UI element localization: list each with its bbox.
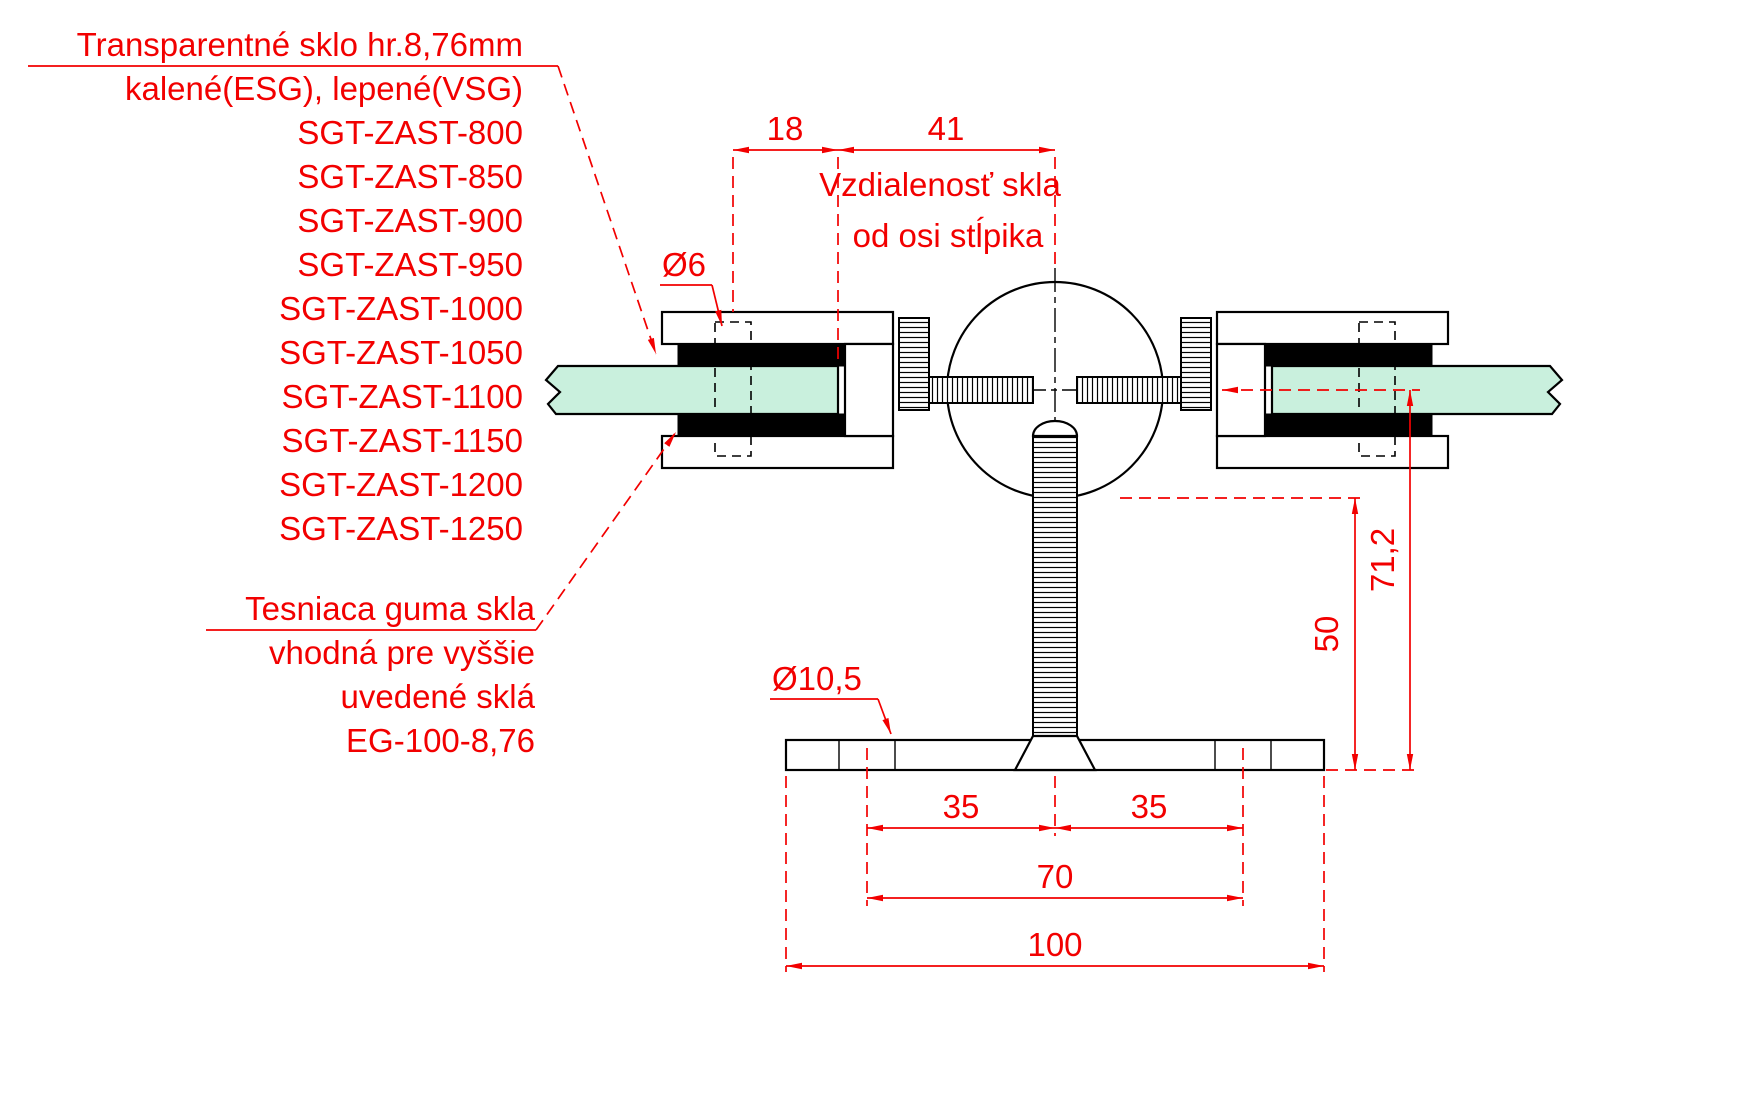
right-clamp-bottom-plate xyxy=(1215,434,1450,470)
right-top-rubber-seal xyxy=(1264,343,1433,367)
glass-note-line1: Transparentné sklo hr.8,76mm xyxy=(77,26,523,63)
right-clamp-screw xyxy=(1180,317,1212,411)
left-clamp-top-plate xyxy=(660,310,895,346)
left-clamp-bottom-plate xyxy=(660,434,895,470)
product-label: SGT-ZAST-1250 xyxy=(279,510,523,547)
left-top-rubber-seal xyxy=(677,343,846,367)
seal-note-leader xyxy=(535,431,677,631)
hole-dia-leader xyxy=(877,698,892,735)
dimension-label-35-right: 35 xyxy=(1131,788,1168,825)
dimension-label-screw-dia: Ø6 xyxy=(662,246,706,283)
left-clamp-back-wall xyxy=(843,342,895,438)
right-clamp-top-plate xyxy=(1215,310,1450,346)
screw-dia-leader xyxy=(711,284,723,327)
product-label: SGT-ZAST-1100 xyxy=(282,378,523,415)
geometry-layer xyxy=(544,268,1564,772)
distance-note-line2: od osi stĺpika xyxy=(853,216,1044,254)
dimension-label-hole-dia: Ø10,5 xyxy=(772,660,862,697)
vertical-threaded-rod xyxy=(1032,435,1078,737)
seal-note-line3: uvedené sklá xyxy=(341,678,536,715)
dimension-label-41: 41 xyxy=(928,110,965,147)
seal-note-line1: Tesniaca guma skla xyxy=(245,590,535,627)
annotation-layer: Transparentné sklo hr.8,76mm kalené(ESG)… xyxy=(28,26,1421,972)
left-bottom-rubber-seal xyxy=(677,413,846,437)
dimension-label-100: 100 xyxy=(1027,926,1082,963)
glass-note-line2: kalené(ESG), lepené(VSG) xyxy=(125,70,523,107)
product-label: SGT-ZAST-850 xyxy=(297,158,523,195)
dimension-label-50: 50 xyxy=(1308,616,1345,653)
product-label: SGT-ZAST-1200 xyxy=(279,466,523,503)
product-label: SGT-ZAST-800 xyxy=(297,114,523,151)
seal-note-line4: EG-100-8,76 xyxy=(346,722,535,759)
seal-note-line2: vhodná pre vyššie xyxy=(269,634,535,671)
product-label: SGT-ZAST-1050 xyxy=(279,334,523,371)
right-bottom-rubber-seal xyxy=(1264,413,1433,437)
right-hidden-screw xyxy=(1358,321,1396,457)
dimension-label-70: 70 xyxy=(1037,858,1074,895)
distance-note-line1: Vzdialenosť skla xyxy=(819,166,1061,203)
countersunk-screw-head xyxy=(1013,734,1097,772)
left-hidden-screw xyxy=(714,321,752,457)
dimension-label-35-left: 35 xyxy=(943,788,980,825)
rod-dome-cap xyxy=(1031,419,1079,438)
glass-note-leader xyxy=(557,65,657,355)
product-label: SGT-ZAST-1150 xyxy=(282,422,523,459)
glass-panel-left xyxy=(544,364,840,416)
right-threaded-stud xyxy=(1076,376,1182,404)
dimension-label-71-2: 71,2 xyxy=(1364,528,1401,592)
product-label: SGT-ZAST-900 xyxy=(297,202,523,239)
left-clamp-screw xyxy=(898,317,930,411)
product-label: SGT-ZAST-950 xyxy=(297,246,523,283)
left-threaded-stud xyxy=(928,376,1034,404)
dimension-label-18: 18 xyxy=(767,110,804,147)
product-label: SGT-ZAST-1000 xyxy=(279,290,523,327)
